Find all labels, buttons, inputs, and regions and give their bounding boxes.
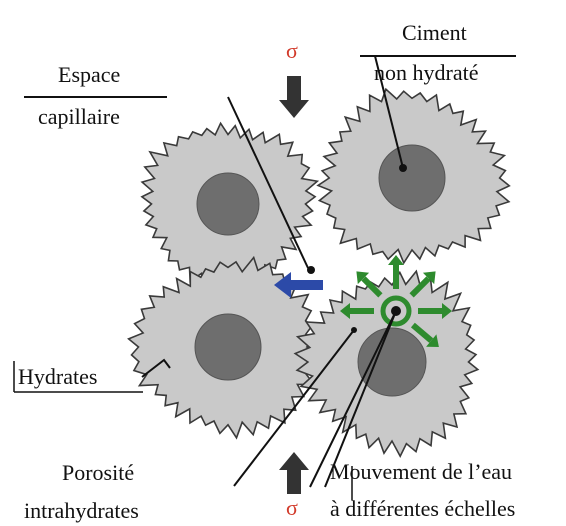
grain-top-right-unhydrated-core — [379, 145, 445, 211]
label-echelles: à différentes échelles — [330, 498, 515, 520]
grain-top-left-unhydrated-core — [197, 173, 259, 235]
load-arrow-bottom-icon — [279, 452, 309, 494]
cement-grains — [129, 89, 510, 456]
label-ciment: Ciment — [402, 22, 467, 44]
label-mouvement: Mouvement de l’eau — [330, 461, 512, 483]
grain-bottom-right-unhydrated-core — [358, 328, 426, 396]
load-arrow-top-icon — [279, 76, 309, 118]
ciment-pointer-dot-icon — [399, 164, 407, 172]
label-porosite: Porosité — [62, 462, 134, 484]
sigma-bottom-label: σ — [286, 497, 298, 519]
label-non-hydrate: non hydraté — [374, 62, 478, 84]
label-espace: Espace — [58, 64, 120, 86]
sigma-top-label: σ — [286, 40, 298, 62]
label-intrahydrates: intrahydrates — [24, 500, 139, 522]
porosity-pointer-dot-icon — [351, 327, 357, 333]
capillary-pointer-dot-icon — [307, 266, 315, 274]
label-capillaire: capillaire — [38, 106, 120, 128]
grain-bottom-left-unhydrated-core — [195, 314, 261, 380]
label-hydrates: Hydrates — [18, 366, 97, 388]
